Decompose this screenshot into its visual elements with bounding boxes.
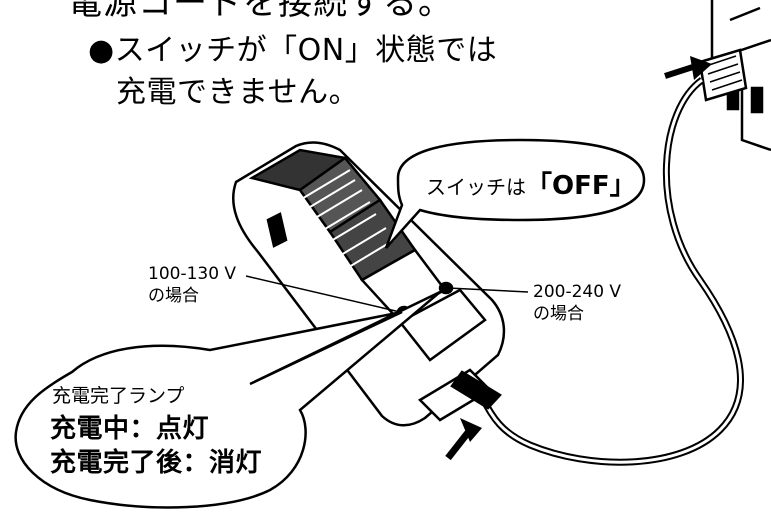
voltage-high-suffix: の場合: [533, 304, 584, 324]
plug-in-arrow-icon: [460, 418, 482, 442]
note-line-1: ●スイッチが「ON」状態では: [88, 36, 497, 66]
leader-line-100v: [245, 275, 401, 313]
note-line-2: 充電できません。: [116, 75, 360, 110]
outlet-plug: [664, 48, 748, 102]
lamp-callout-charging: 充電中：点灯: [50, 414, 210, 444]
switch-callout-text: スイッチは「OFF」: [426, 173, 636, 199]
switch-callout-bubble: [384, 138, 646, 249]
lamp-callout-bubble: [14, 290, 441, 509]
power-cord: [474, 77, 744, 466]
plug-in-arrow-icon: [690, 56, 712, 80]
voltage-high-range: 200-240 V: [533, 282, 622, 302]
switch-callout-value: 「OFF」: [526, 171, 636, 201]
lamp-callout-title: 充電完了ランプ: [52, 385, 185, 407]
bullet-icon: ●: [88, 33, 115, 68]
voltage-low-range: 100-130 V: [148, 264, 237, 284]
lamp-callout-done: 充電完了後：消灯: [50, 448, 263, 478]
note-text-1: スイッチが「ON」状態では: [114, 33, 498, 68]
leader-line-200v: [447, 287, 529, 293]
step-heading: 電源コードを接続する。: [68, 0, 453, 23]
shaver-body: [231, 141, 506, 427]
charge-arrow-shaft: [445, 427, 473, 461]
voltage-low-suffix: の場合: [148, 286, 199, 306]
switch-callout-prefix: スイッチは: [426, 175, 526, 199]
wall-outlet: [710, 0, 771, 152]
